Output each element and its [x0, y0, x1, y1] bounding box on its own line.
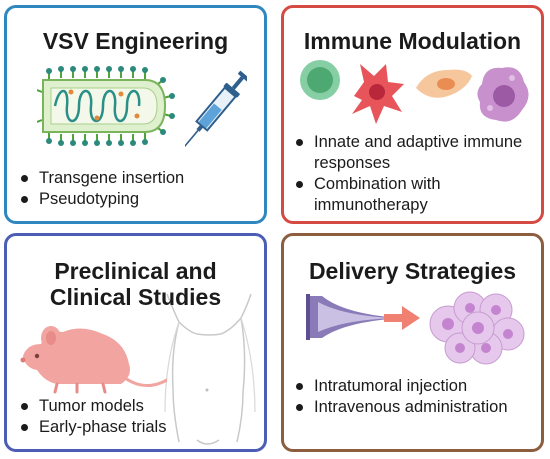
needle-icon: [306, 294, 400, 340]
list-item: Transgene insertion: [17, 168, 184, 189]
tumor-icon: [429, 291, 525, 365]
bullet-list: Tumor models Early-phase trials: [17, 396, 166, 438]
list-item: Pseudotyping: [17, 189, 184, 210]
list-item: Intratumoral injection: [292, 376, 532, 397]
human-body-icon: [164, 293, 256, 445]
syringe-icon: [185, 70, 247, 148]
fibroblast-icon: [416, 69, 472, 98]
list-item: Tumor models: [17, 396, 166, 417]
macrophage-icon: [477, 67, 529, 122]
panel-title: Preclinical and Clinical Studies: [49, 258, 222, 310]
t-cell-icon: [300, 60, 340, 100]
list-item: Innate and adaptive immune responses: [292, 132, 532, 174]
dendritic-cell-icon: [352, 64, 404, 124]
panel-preclinical-clinical: Preclinical and Clinical Studies Tumor m…: [4, 233, 267, 452]
bullet-list: Transgene insertion Pseudotyping: [17, 168, 184, 210]
bullet-list: Intratumoral injection Intravenous admin…: [292, 376, 532, 418]
panel-vsv-engineering: VSV Engineering: [4, 5, 267, 224]
list-item: Early-phase trials: [17, 417, 166, 438]
virus-icon: [37, 66, 175, 146]
panel-title: VSV Engineering: [42, 28, 229, 54]
panel-title: Delivery Strategies: [308, 258, 517, 284]
panel-immune-modulation: Immune Modulation Innate and adaptive im…: [281, 5, 544, 224]
immune-cells-illustration: [300, 60, 529, 124]
list-item: Combination with immunotherapy: [292, 174, 532, 216]
list-item: Intravenous administration: [292, 397, 532, 418]
arrow-icon: [384, 306, 420, 330]
panel-title: Immune Modulation: [303, 28, 522, 54]
mouse-icon: [20, 326, 167, 394]
panel-delivery-strategies: Delivery Strategies Intratumoral injecti…: [281, 233, 544, 452]
bullet-list: Innate and adaptive immune responses Com…: [292, 132, 532, 216]
